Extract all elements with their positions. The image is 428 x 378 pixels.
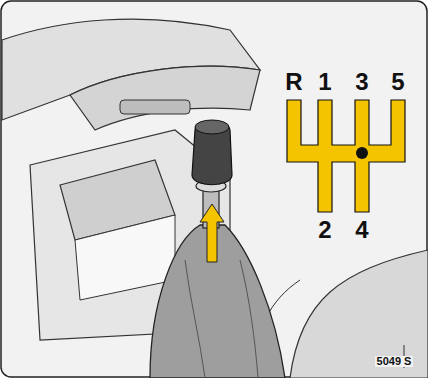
gear-label: 2 — [318, 218, 331, 242]
figure-code: 5049 S — [375, 356, 414, 367]
neutral-dot — [356, 147, 368, 159]
gear-label: 5 — [391, 70, 404, 94]
gear-label: R — [285, 70, 302, 94]
gear-label: 3 — [355, 70, 368, 94]
gear-label: 1 — [318, 70, 331, 94]
gear-label: 4 — [355, 218, 368, 242]
